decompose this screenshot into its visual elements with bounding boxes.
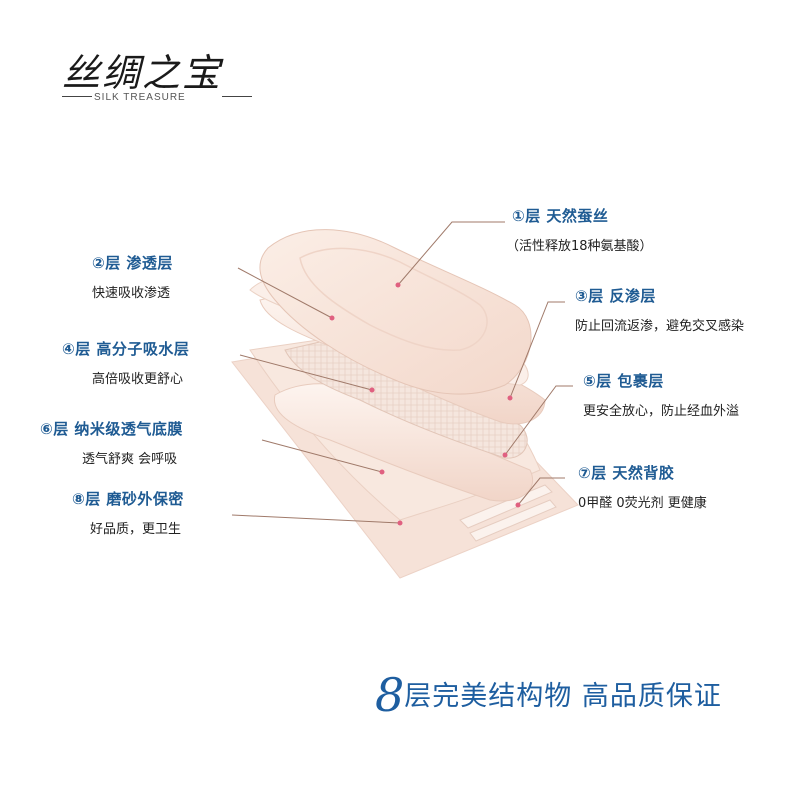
layer-8-desc: 好品质，更卫生: [90, 522, 182, 537]
pad-layer-7: [459, 484, 557, 542]
leader-dots: [329, 282, 521, 526]
leader-dot-2: [329, 315, 335, 321]
layer-7-title: ⑦层 天然背胶: [578, 464, 675, 482]
leader-line-6: [261, 439, 383, 473]
tagline: 8层完美结构物 高品质保证: [375, 668, 722, 722]
leader-line-8: [231, 514, 401, 524]
logo-english-text: SILK TREASURE: [94, 92, 186, 103]
leader-dot-8: [397, 520, 403, 526]
leader-lines: [231, 221, 573, 524]
leader-line-3: [509, 301, 565, 399]
leader-dot-5: [502, 452, 508, 458]
layer-2-desc: 快速吸收渗透: [92, 286, 171, 301]
leader-dot-6: [379, 469, 385, 475]
layer-5-title: ⑤层 包裹层: [583, 372, 664, 390]
leader-line-7: [517, 477, 565, 506]
layer-2-label: ②层 渗透层 快速吸收渗透: [92, 252, 173, 301]
tagline-text: 层完美结构物 高品质保证: [404, 681, 722, 712]
logo-rule-right: [222, 96, 252, 97]
layer-1-desc: （活性释放18种氨基酸）: [506, 239, 653, 254]
pad-layer-1: [259, 229, 532, 395]
layer-1-label: ①层 天然蚕丝 （活性释放18种氨基酸）: [506, 205, 653, 254]
layer-7-desc: 0甲醛 0荧光剂 更健康: [578, 496, 707, 511]
layer-6-title: ⑥层 纳米级透气底膜: [40, 420, 183, 438]
logo-rule-left: [62, 96, 92, 97]
logo-chinese-text: 丝绸之宝: [62, 51, 223, 95]
leader-dot-1: [395, 282, 401, 288]
layer-4-title: ④层 高分子吸水层: [62, 340, 190, 358]
layer-3-title: ③层 反渗层: [575, 287, 656, 305]
tagline-number: 8: [375, 668, 405, 722]
layer-3-label: ③层 反渗层 防止回流返渗，避免交叉感染: [575, 285, 744, 334]
layer-4-desc: 高倍吸收更舒心: [92, 372, 184, 387]
leader-dot-3: [507, 395, 513, 401]
layer-3-desc: 防止回流返渗，避免交叉感染: [575, 319, 745, 334]
brand-logo: 丝绸之宝 SILK TREASURE: [62, 42, 252, 112]
layer-7-label: ⑦层 天然背胶 0甲醛 0荧光剂 更健康: [578, 462, 707, 511]
layer-8-title: ⑧层 磨砂外保密: [72, 490, 184, 508]
leader-line-1: [397, 221, 505, 286]
layer-4-label: ④层 高分子吸水层 高倍吸收更舒心: [62, 338, 189, 387]
layer-6-desc: 透气舒爽 会呼吸: [82, 452, 178, 467]
pad-layer-1-emboss: [299, 247, 488, 351]
leader-line-5: [504, 385, 573, 456]
layer-5-label: ⑤层 包裹层 更安全放心，防止经血外溢: [583, 370, 739, 419]
leader-dot-4: [369, 387, 375, 393]
layer-8-label: ⑧层 磨砂外保密 好品质，更卫生: [72, 488, 184, 537]
layer-5-desc: 更安全放心，防止经血外溢: [583, 404, 740, 419]
layer-6-label: ⑥层 纳米级透气底膜 透气舒爽 会呼吸: [40, 418, 183, 467]
leader-line-2: [237, 267, 333, 319]
leader-line-4: [239, 354, 373, 391]
leader-dot-7: [515, 502, 521, 508]
layer-2-title: ②层 渗透层: [92, 254, 173, 272]
layer-1-title: ①层 天然蚕丝: [512, 207, 609, 225]
